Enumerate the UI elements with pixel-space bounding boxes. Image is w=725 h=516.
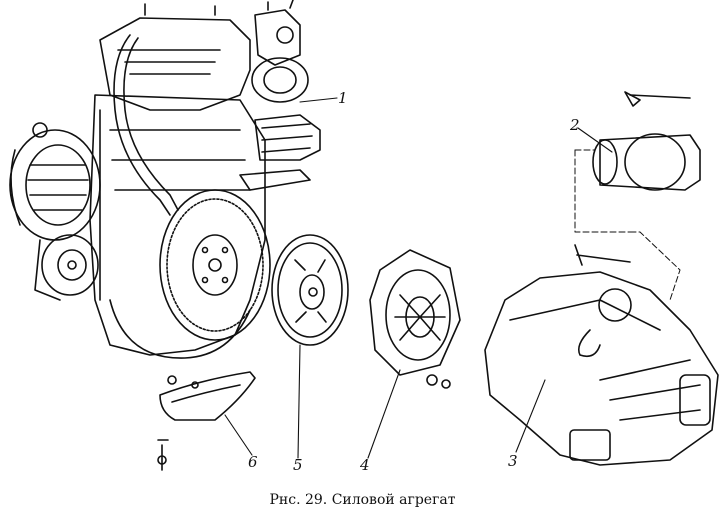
engine-block: [89, 0, 321, 359]
gearbox-housing: [484, 244, 719, 466]
crank-pulley: [34, 234, 99, 301]
callout-2: 2: [569, 116, 580, 134]
alternator: [9, 122, 101, 241]
assembly-axes: [574, 149, 681, 301]
lower-cover: [157, 371, 256, 471]
callout-1: 1: [338, 89, 348, 107]
callout-4: 4: [359, 456, 370, 474]
clutch-disc: [271, 234, 349, 346]
figure-caption: Рнс. 29. Силовой агрегат: [269, 492, 456, 508]
callout-6: 6: [248, 453, 258, 471]
callout-5: 5: [293, 456, 303, 474]
flywheel: [159, 189, 271, 341]
pressure-plate: [369, 249, 461, 389]
leader-lines: [224, 97, 613, 459]
callout-3: 3: [508, 452, 518, 470]
starter-motor: [592, 91, 701, 191]
